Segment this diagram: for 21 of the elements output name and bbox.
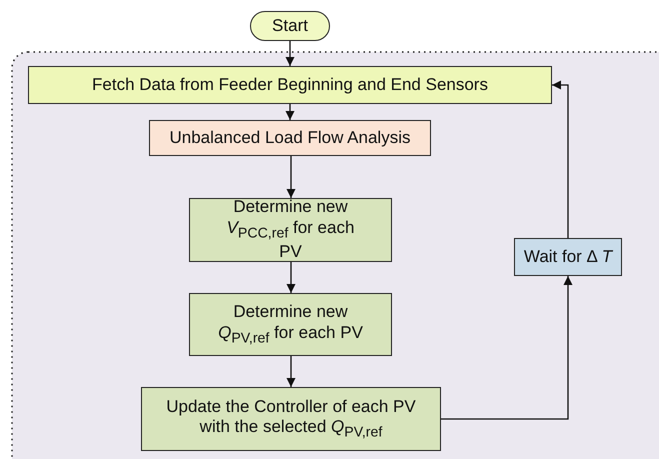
process-box (189, 293, 392, 356)
process-box (141, 387, 441, 451)
arrow (552, 80, 569, 238)
arrow (286, 156, 296, 198)
arrow (286, 262, 296, 293)
arrow (285, 104, 295, 120)
node-label: Wait for Δ T (524, 246, 612, 268)
process-box (28, 66, 552, 104)
process-box (149, 120, 431, 156)
process-box (514, 238, 622, 276)
node-label: Determine new Q$_{PV,ref}$ for each PV (217, 302, 364, 347)
node-label: Start (272, 16, 308, 36)
arrow (441, 276, 573, 420)
arrow (285, 41, 295, 66)
node-label: Update the Controller of each PV with the selected Q$_{PV,ref}$ (165, 396, 417, 442)
node-label: Determine new V$_{PCC,ref}$ for each PV (226, 197, 356, 263)
process-box (189, 198, 392, 262)
start-terminal (250, 11, 330, 41)
arrow (286, 356, 296, 387)
node-label: Fetch Data from Feeder Beginning and End Sensors (92, 74, 488, 96)
node-label: Unbalanced Load Flow Analysis (170, 128, 410, 148)
